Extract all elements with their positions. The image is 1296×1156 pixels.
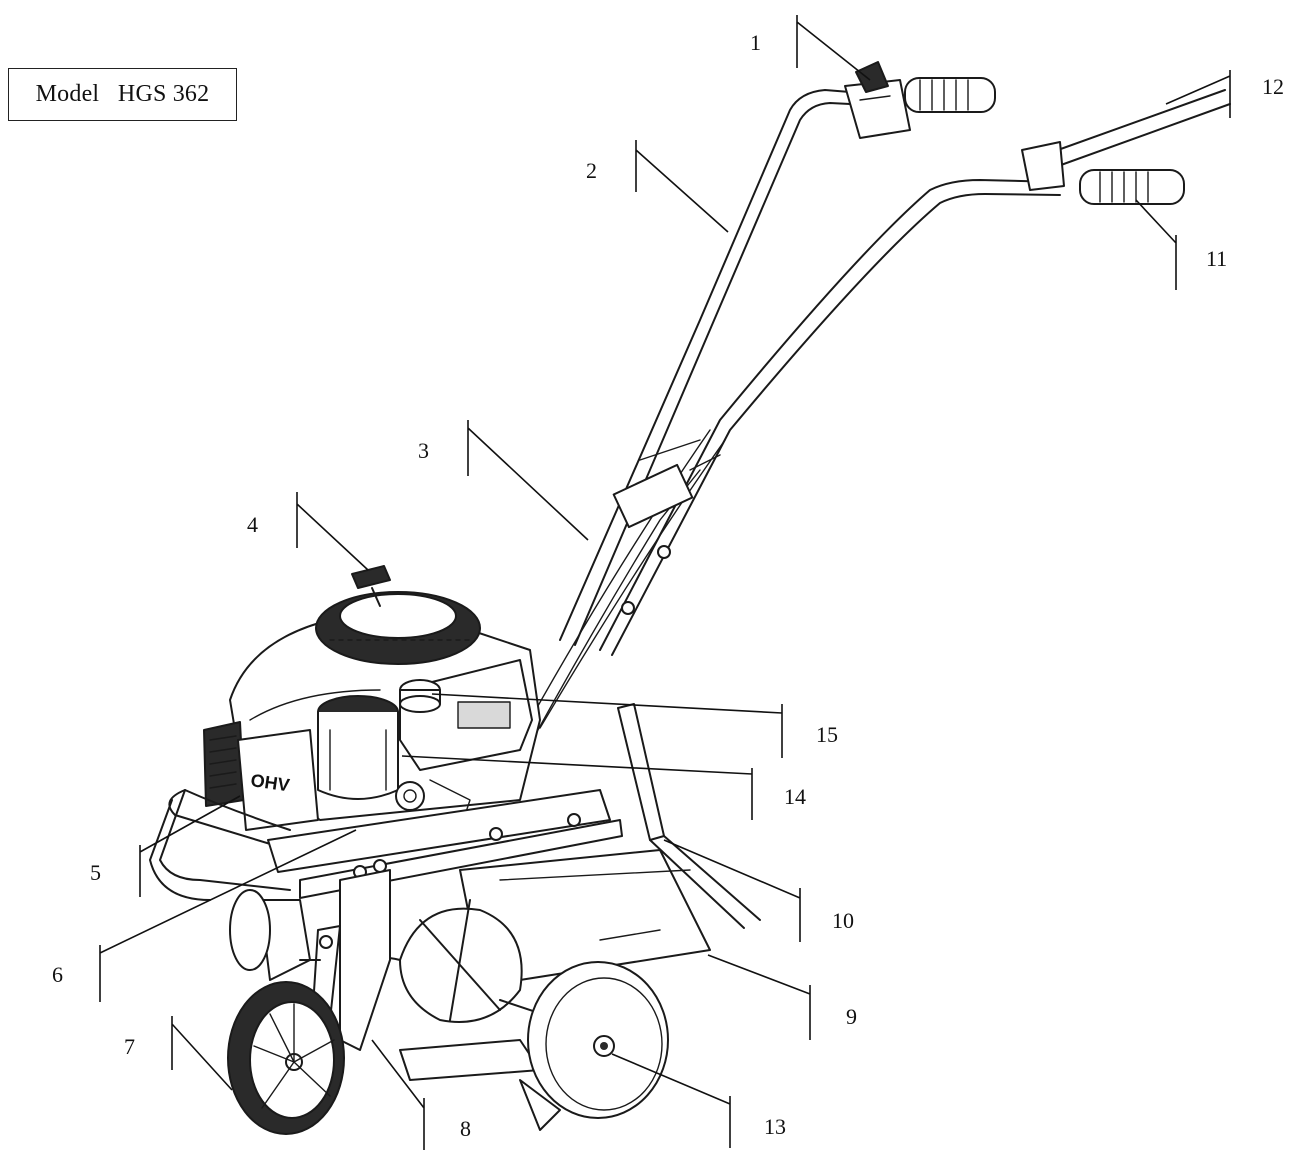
transport-wheel bbox=[527, 961, 669, 1119]
depth-stake-bar bbox=[617, 703, 761, 929]
model-label-code: HGS 362 bbox=[117, 81, 210, 107]
callout-11: 11 bbox=[1206, 246, 1227, 271]
throttle-lever-assembly bbox=[844, 61, 911, 139]
model-label-prefix: Model bbox=[35, 81, 100, 107]
callout-13: 13 bbox=[764, 1114, 786, 1139]
callout-15: 15 bbox=[816, 722, 838, 747]
callout-4: 4 bbox=[247, 512, 258, 537]
callout-6: 6 bbox=[52, 962, 63, 987]
callout-1: 1 bbox=[750, 30, 761, 55]
recoil-starter bbox=[315, 591, 481, 665]
model-label-box: Model HGS 362 bbox=[8, 68, 237, 121]
engine-side-cover: OHV bbox=[237, 729, 319, 831]
callout-10: 10 bbox=[832, 908, 854, 933]
front-wheel bbox=[227, 981, 345, 1135]
callout-8: 8 bbox=[460, 1116, 471, 1141]
air-filter bbox=[317, 695, 399, 800]
handlebar-clamp bbox=[612, 439, 721, 615]
callout-14: 14 bbox=[784, 784, 806, 809]
carburetor bbox=[395, 779, 471, 831]
callout-3: 3 bbox=[418, 438, 429, 463]
front-bumper bbox=[149, 789, 291, 901]
callout-labels: 1 2 3 4 5 6 7 8 9 10 11 12 13 14 15 bbox=[52, 30, 1284, 1141]
starter-handle bbox=[351, 565, 391, 607]
tines bbox=[339, 899, 561, 1131]
side-plate bbox=[229, 869, 391, 1051]
callout-2: 2 bbox=[586, 158, 597, 183]
callout-12: 12 bbox=[1262, 74, 1284, 99]
muffler bbox=[203, 721, 245, 807]
callout-7: 7 bbox=[124, 1034, 135, 1059]
handlebar-right bbox=[599, 179, 1061, 656]
callout-9: 9 bbox=[846, 1004, 857, 1029]
handlebar-left bbox=[559, 89, 851, 646]
right-handle-grip bbox=[1079, 169, 1185, 205]
fuel-cap bbox=[399, 679, 441, 713]
left-handle-grip bbox=[904, 77, 996, 113]
callout-leaders bbox=[99, 15, 1231, 1150]
clutch-lever bbox=[1021, 89, 1231, 191]
callout-5: 5 bbox=[90, 860, 101, 885]
